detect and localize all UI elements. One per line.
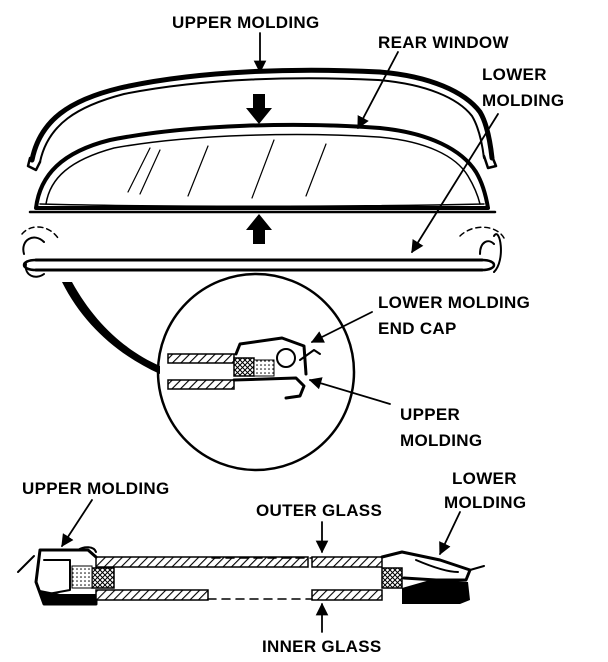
- label-detail-upper-line1: UPPER: [400, 405, 460, 424]
- lower-molding-leader: [411, 113, 499, 254]
- detail-magnifier: [156, 272, 356, 472]
- label-section-upper-molding: UPPER MOLDING: [22, 479, 169, 498]
- detail-upper-molding-leader: [308, 377, 391, 405]
- label-lower-molding-line1: LOWER: [482, 65, 547, 84]
- label-outer-glass: OUTER GLASS: [256, 501, 382, 520]
- down-arrow-icon: [246, 94, 272, 124]
- label-upper-molding-top: UPPER MOLDING: [172, 13, 319, 32]
- upper-molding-top: [26, 67, 498, 172]
- bottom-cross-section: [17, 546, 485, 606]
- label-end-cap-line2: END CAP: [378, 319, 457, 338]
- label-rear-window: REAR WINDOW: [378, 33, 509, 52]
- rear-window-leader: [357, 51, 399, 130]
- label-detail-upper-line2: MOLDING: [400, 431, 482, 450]
- detail-cross-section: [167, 336, 321, 400]
- rear-window-glass: [28, 122, 497, 214]
- detail-callout-tail: [62, 282, 160, 374]
- label-end-cap-line1: LOWER MOLDING: [378, 293, 530, 312]
- label-lower-molding-line2: MOLDING: [482, 91, 564, 110]
- end-cap-leader: [310, 311, 373, 343]
- label-section-lower-line1: LOWER: [452, 469, 517, 488]
- section-upper-molding-leader: [61, 499, 93, 548]
- lower-molding-top: [21, 226, 505, 278]
- label-section-lower-line2: MOLDING: [444, 493, 526, 512]
- label-inner-glass: INNER GLASS: [262, 637, 381, 656]
- up-arrow-icon: [246, 214, 272, 244]
- section-lower-molding-leader: [439, 511, 461, 556]
